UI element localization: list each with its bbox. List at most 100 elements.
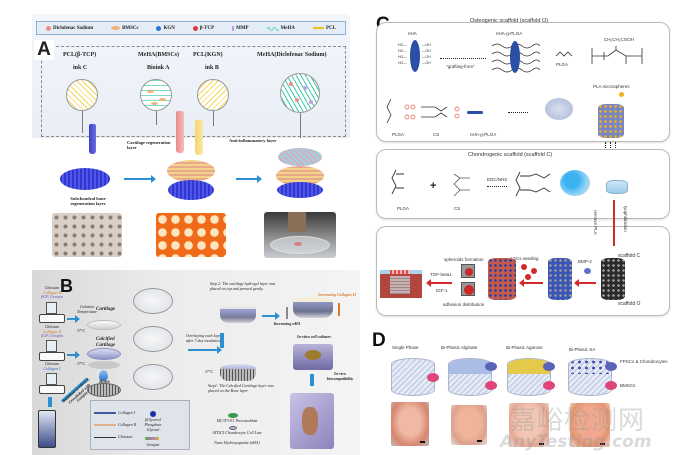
scaffold-biphasic-alginate <box>448 358 492 396</box>
nha-hydroxyls-left: HO—HO—HO—HO— <box>398 43 407 65</box>
legend-item-mmp: MMP <box>232 25 249 31</box>
legend-collagen-i: Collagen I <box>118 410 135 415</box>
asc-cell-icon <box>531 268 537 274</box>
seeded-cylinder <box>488 258 516 300</box>
condition-biphasic-sa: Bi-Phasic SA <box>569 347 596 352</box>
ink-title-meha-diclofenac: MeHA(Diclofenac Sodium) <box>257 52 327 58</box>
connector-line <box>213 111 214 126</box>
network-calcified-ellipse <box>133 326 173 352</box>
row2-cs-label: CS <box>433 132 440 137</box>
subchondral-scaffold-final <box>277 182 323 198</box>
ink-title-pcl-btcp: PCL(β-TCP) <box>63 52 97 58</box>
arrow-right <box>188 346 222 354</box>
in-vitro-label: In-vitro cell cultures <box>297 334 331 339</box>
anti-inflammatory-layer-label: Anti-inflammatory layer <box>229 138 277 143</box>
red-arrow-left <box>519 279 543 287</box>
tissue-photo-biphasic-alginate <box>451 405 487 445</box>
red-arrow-down <box>613 200 615 246</box>
ink-c-circle <box>66 79 98 111</box>
glycerol-phosphate-icon <box>150 411 156 417</box>
cartilage-layer-disk <box>87 320 121 330</box>
nha-g-plga-chains <box>491 41 540 73</box>
spheroids-formation-label: spheroids formation <box>444 257 484 262</box>
legend-collagen-ii: Collagen II <box>118 422 137 427</box>
bone-layer-label: Bone <box>99 380 110 385</box>
nha-g-plga-label: nHA-g-PLGA <box>496 31 523 36</box>
tissue-photo-single-phase <box>391 402 429 446</box>
wave-line-icon <box>266 26 279 31</box>
in-vivo-photo <box>290 393 334 449</box>
pla-microsphere-icon <box>619 92 624 97</box>
beaker-1-label: Chitosan Collagen II βGP, Genipin <box>41 285 63 299</box>
arrow-up-orange <box>338 303 340 316</box>
step2-label: Step 2: The cartilage hydrogel layer was… <box>210 281 276 291</box>
temp-label: 37°C <box>76 361 86 366</box>
cs-repeat-unit <box>591 46 643 64</box>
spheroid-inset-2 <box>461 282 475 296</box>
stack-step1 <box>220 369 256 381</box>
cartilage-layer-label: Cartilage <box>96 307 116 312</box>
chondro-plga-label: PLGA <box>397 206 410 211</box>
arrow-right <box>236 175 262 183</box>
bmsc-cluster-icon <box>427 373 439 382</box>
nha-hydroxyls-right: —OH—OH—OH—OH <box>422 43 431 65</box>
panel-b-legend <box>90 400 190 450</box>
condition-single-phase: Single Phase <box>392 345 419 350</box>
connector-line <box>300 113 301 138</box>
plga-label: PLGA <box>556 62 569 67</box>
legend-item-btcp: β-TCP <box>192 25 214 31</box>
bmp2-icon <box>584 268 591 274</box>
fpsc-cluster-icon <box>543 362 555 371</box>
nha-label: nHA <box>408 31 417 36</box>
legend-item-kgn: KGN <box>156 25 175 31</box>
increasing-collagen-label: Increasing Collagen II <box>318 292 356 297</box>
network-bone-ellipse <box>133 364 173 390</box>
fpsc-cluster-icon <box>605 362 617 371</box>
spheroid-inset-1 <box>461 264 475 278</box>
calcified-cartilage-label: Calcified Cartilage <box>96 337 116 348</box>
cartilage-scaffold <box>167 160 215 182</box>
arrow-down-grey <box>286 307 288 319</box>
collagen-ii-line <box>94 424 116 426</box>
bmp2-label: BMP-2 <box>578 259 592 264</box>
cartilage-layer-label: Cartilage regeneration layer <box>127 140 171 150</box>
arrow-down <box>310 374 314 386</box>
ink-subtitle-bioink-a: Bioink A <box>147 65 170 71</box>
tissue-construct <box>380 270 422 298</box>
chondro-scaffold-disk <box>606 180 628 194</box>
legend-mc3t3: MC3T3-E1 Preosteoblast <box>216 418 258 423</box>
purple-bar-icon <box>232 25 235 31</box>
pink-circle-icon <box>45 25 51 31</box>
arrow-right <box>262 312 280 320</box>
ascs-seeding-label: ASCs seeding <box>510 256 539 261</box>
calcified-cartilage-disk <box>87 348 121 360</box>
dotted-arrow <box>508 112 528 113</box>
stack-top-calcified <box>220 364 256 373</box>
bmsc-cluster-icon <box>605 381 617 390</box>
row2-plga-label: PLGA <box>392 132 405 137</box>
anti-inflammatory-scaffold <box>278 148 322 166</box>
condition-biphasic-alginate: Bi-Phasic Alginate <box>441 345 478 350</box>
nha-particle <box>410 40 420 72</box>
ink-title-meha-bmscs: MeHA(BMSCs) <box>138 52 179 58</box>
subchondral-layer-label: Subchondral bone regeneration layer <box>70 196 106 206</box>
nozzle-ink-b <box>195 120 203 155</box>
fpsc-cluster-icon <box>485 362 497 371</box>
collagen-i-line <box>94 412 116 414</box>
scaffold-c-label: scaffold C <box>618 253 641 259</box>
droplet-icon <box>99 370 108 381</box>
nozzle-ink-c <box>89 124 96 154</box>
legend-item-pcl: PCL <box>313 26 336 31</box>
panel-label-d: D <box>372 330 386 351</box>
arrow-right <box>67 315 80 323</box>
arrow-down <box>48 397 52 407</box>
plga-cs-conjugate <box>386 98 483 124</box>
watermark-cn: 嘉峪检测网 <box>510 406 646 436</box>
chitosan-line <box>94 437 116 438</box>
pla-microspheres-label: PLA microspheres <box>593 84 630 89</box>
overlay-label: Overlaying each layer after 7 day incuba… <box>186 333 222 343</box>
arrow-right <box>67 351 80 359</box>
in-vitro-photo <box>293 344 333 370</box>
magnetic-stirrer-icon <box>38 302 66 324</box>
temp-label: 37°C <box>204 369 214 374</box>
